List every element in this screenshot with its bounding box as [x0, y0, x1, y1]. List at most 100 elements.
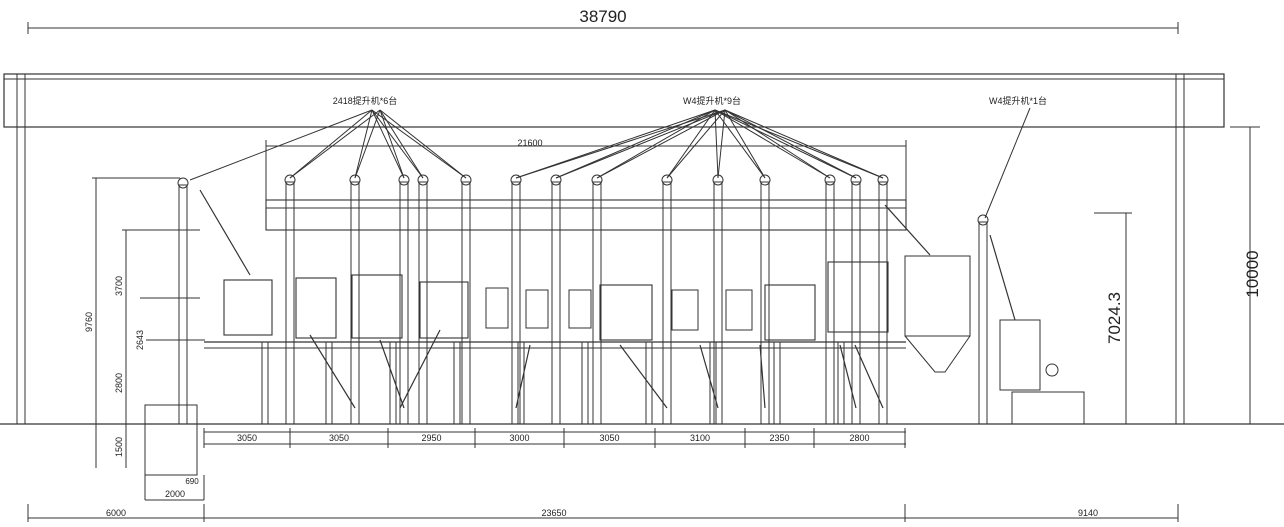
elevator-leg: [760, 181, 770, 425]
left-base-height: 1500: [114, 437, 124, 457]
elevator-head: [398, 174, 410, 186]
bin-hopper: [904, 335, 971, 373]
elevator-leg: [851, 181, 861, 425]
leader-line: [714, 109, 857, 179]
elevator-leg: [285, 181, 295, 425]
bin: [904, 255, 971, 337]
leader-line: [717, 109, 726, 179]
leader-line: [984, 107, 1031, 219]
hopper-height-label: 7024.3: [1105, 292, 1124, 344]
right-height-label: 10000: [1243, 250, 1262, 297]
chute-1: [379, 339, 405, 409]
support-column: [837, 341, 845, 425]
bay-spacing-5: 3100: [690, 433, 710, 443]
elevator-head: [591, 174, 603, 186]
support-column: [645, 341, 653, 425]
leader-line: [371, 109, 424, 179]
elevator-leg: [178, 184, 188, 425]
leader-line: [289, 109, 381, 179]
leader-line: [515, 109, 726, 179]
chute-4: [619, 344, 668, 409]
support-column: [517, 341, 525, 425]
machine-2: [351, 274, 403, 339]
leader-line: [189, 109, 373, 181]
leader-line: [596, 109, 726, 179]
left-total-height: 9760: [84, 312, 94, 332]
bay-spacing-3: 3000: [509, 433, 529, 443]
left-mid-height: 2643: [135, 330, 145, 350]
support-column: [453, 341, 461, 425]
left-lower-height: 2800: [114, 373, 124, 393]
label-elevators-left: 2418提升机*6台: [333, 95, 398, 106]
leader-line: [724, 109, 857, 179]
bay-spacing-6: 2350: [769, 433, 789, 443]
chute-8: [854, 344, 884, 409]
elevator-leg: [461, 181, 471, 425]
pit: [144, 404, 198, 476]
huller-0: [485, 287, 509, 329]
elevator-leg: [713, 181, 723, 425]
elevator-head: [284, 174, 296, 186]
leader-line: [555, 109, 716, 179]
elevator-head: [824, 174, 836, 186]
conveyor-0: [199, 189, 251, 276]
huller-2: [568, 289, 592, 329]
label-elevators-right: W4提升机*1台: [989, 95, 1047, 106]
chute-7: [839, 344, 857, 409]
elevator-leg: [418, 181, 428, 425]
elevator-head: [510, 174, 522, 186]
bay-spacing-2: 2950: [421, 433, 441, 443]
bottom-dim-left: 6000: [106, 508, 126, 518]
upper-platform: [265, 199, 907, 231]
chute-0: [309, 334, 356, 409]
leader-line: [379, 109, 405, 179]
bottom-dim-right: 9140: [1078, 508, 1098, 518]
bay-spacing-4: 3050: [599, 433, 619, 443]
leader-line: [714, 109, 831, 179]
elevator-leg: [662, 181, 672, 425]
elevator-head: [759, 174, 771, 186]
conveyor-1: [884, 204, 931, 256]
elevator-leg: [350, 181, 360, 425]
elevator-head: [661, 174, 673, 186]
elevator-leg: [551, 181, 561, 425]
bay-spacing-7: 2800: [849, 433, 869, 443]
drawing-lines: [0, 22, 1284, 522]
pit-width-dim: 2000: [165, 489, 185, 499]
roof-beam: [3, 73, 1225, 128]
chute-3: [515, 344, 531, 409]
leader-line: [515, 109, 716, 179]
packer-upper: [999, 319, 1041, 391]
leader-line: [724, 109, 766, 179]
elevator-head: [877, 174, 889, 186]
machine-5: [764, 284, 816, 341]
platform-span-label: 21600: [517, 138, 542, 148]
elevator-head: [850, 174, 862, 186]
chute-2: [399, 329, 441, 409]
packer-base: [1011, 391, 1085, 425]
leader-line: [371, 109, 467, 179]
leader-line: [371, 109, 405, 179]
machine-1: [295, 277, 337, 339]
elevator-leg: [511, 181, 521, 425]
conveyor-2: [989, 234, 1016, 321]
huller-3: [671, 289, 699, 331]
huller-4: [725, 289, 753, 331]
chute-6: [759, 344, 766, 409]
leader-line: [354, 109, 381, 179]
elevator-head: [177, 177, 189, 189]
left-upper-height: 3700: [114, 276, 124, 296]
support-column: [773, 341, 781, 425]
elevator-leg: [978, 221, 988, 425]
support-column: [581, 341, 589, 425]
support-column: [325, 341, 333, 425]
leader-line: [714, 109, 719, 179]
bay-spacing-0: 3050: [237, 433, 257, 443]
leader-line: [714, 109, 766, 179]
leader-line: [555, 109, 726, 179]
elevator-leg: [399, 181, 409, 425]
elevator-head: [417, 174, 429, 186]
support-column: [709, 341, 717, 425]
leader-line: [596, 109, 716, 179]
elevator-leg: [592, 181, 602, 425]
